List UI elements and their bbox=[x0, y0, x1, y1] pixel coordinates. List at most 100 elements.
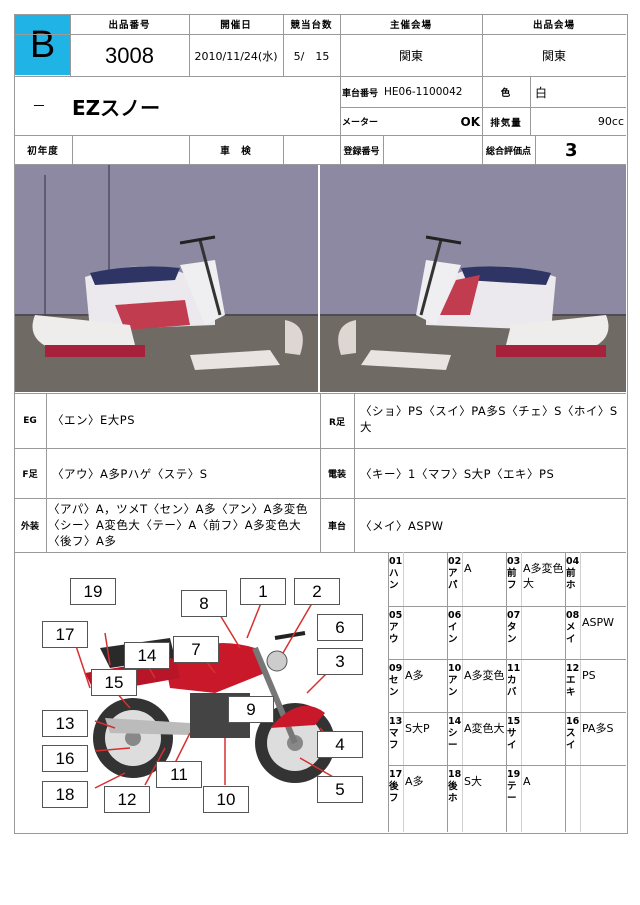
part-condition: A bbox=[464, 562, 472, 575]
rule bbox=[388, 712, 626, 713]
diagram-label-11: 11 bbox=[156, 761, 202, 788]
part-condition: A多 bbox=[405, 669, 424, 682]
part-code: 15サイ bbox=[507, 716, 521, 751]
model-name: EZスノー bbox=[72, 95, 161, 120]
rule bbox=[530, 76, 531, 135]
part-code: 06イン bbox=[448, 610, 462, 645]
grade-badge: B bbox=[15, 15, 70, 75]
part-condition: A多変色 bbox=[464, 669, 505, 682]
auction-sheet bbox=[14, 14, 628, 834]
rule bbox=[340, 76, 341, 164]
rule bbox=[14, 552, 626, 553]
venue-value: 関東 bbox=[541, 49, 566, 63]
rear-text: 〈ショ〉PS〈スイ〉PA多S〈チェ〉S〈ホイ〉S大 bbox=[360, 404, 618, 434]
reg-no-value bbox=[383, 136, 482, 164]
grade-letter: B bbox=[29, 23, 56, 66]
part-condition: A多変色大 bbox=[523, 562, 564, 590]
part-code: 17後フ bbox=[389, 769, 403, 804]
rule bbox=[535, 135, 536, 164]
rule bbox=[462, 552, 463, 832]
parts-diagram: 19 1 2 8 6 17 7 14 3 15 9 13 4 16 11 5 1… bbox=[15, 553, 388, 831]
rule bbox=[283, 135, 284, 164]
rule bbox=[354, 393, 355, 552]
frame-no-label: 車台番号 bbox=[342, 88, 379, 99]
diagram-label-2: 2 bbox=[294, 578, 340, 605]
part-code: 11カバ bbox=[507, 663, 521, 698]
rule bbox=[340, 14, 341, 76]
host-label: 主催会場 bbox=[389, 20, 432, 31]
diagram-label-18: 18 bbox=[42, 781, 88, 808]
vehicle-photo-right bbox=[320, 165, 626, 392]
displacement-label: 排気量 bbox=[490, 117, 522, 129]
vehicle-photo-left bbox=[15, 165, 318, 392]
count-value: 5/ 15 bbox=[293, 49, 330, 63]
rule bbox=[388, 552, 389, 832]
first-reg-value bbox=[72, 136, 189, 164]
chassis-text: 〈メイ〉ASPW bbox=[360, 519, 444, 533]
color-label: 色 bbox=[500, 88, 512, 99]
color-value: 白 bbox=[535, 85, 548, 100]
score-value: 3 bbox=[565, 139, 578, 161]
rule bbox=[482, 76, 483, 164]
part-code: 10アン bbox=[448, 663, 462, 698]
rule bbox=[383, 135, 384, 164]
diagram-label-10: 10 bbox=[203, 786, 249, 813]
part-condition: PS bbox=[582, 669, 596, 682]
eg-label: EG bbox=[23, 416, 37, 426]
part-code: 03前フ bbox=[507, 556, 521, 591]
first-reg-label: 初年度 bbox=[27, 146, 59, 157]
part-code: 09セン bbox=[389, 663, 403, 698]
diagram-label-3: 3 bbox=[317, 648, 363, 675]
part-code: 08メイ bbox=[566, 610, 580, 645]
reg-no-label: 登録番号 bbox=[343, 146, 380, 157]
rule bbox=[14, 76, 626, 77]
part-code: 16スイ bbox=[566, 716, 580, 751]
rule bbox=[388, 606, 626, 607]
rule bbox=[340, 107, 626, 108]
part-code: 14シー bbox=[448, 716, 462, 751]
rear-label: R足 bbox=[329, 417, 345, 428]
front-text: 〈アウ〉A多Pハゲ〈ステ〉S bbox=[52, 467, 208, 481]
diagram-label-1: 1 bbox=[240, 578, 286, 605]
diagram-label-13: 13 bbox=[42, 710, 88, 737]
rule bbox=[388, 659, 626, 660]
part-code: 19テー bbox=[507, 769, 521, 804]
rule bbox=[70, 14, 71, 76]
chassis-label: 車台 bbox=[327, 522, 346, 532]
rule bbox=[72, 135, 73, 164]
part-code: 07タン bbox=[507, 610, 521, 645]
rule bbox=[46, 393, 47, 552]
meter-label: メーター bbox=[342, 118, 379, 128]
frame-no-value: HE06-1100042 bbox=[384, 86, 463, 98]
date-label: 開催日 bbox=[220, 20, 252, 31]
rule bbox=[403, 552, 404, 832]
rule bbox=[189, 135, 190, 164]
diagram-label-19: 19 bbox=[70, 578, 116, 605]
part-code: 02アパ bbox=[448, 556, 462, 591]
diagram-label-12: 12 bbox=[104, 786, 150, 813]
rule bbox=[565, 552, 566, 832]
front-label: F足 bbox=[22, 470, 38, 480]
inspection-label: 車 検 bbox=[220, 146, 252, 157]
elec-label: 電装 bbox=[327, 470, 346, 480]
part-condition: S大 bbox=[464, 775, 482, 788]
rule bbox=[14, 135, 626, 136]
rule bbox=[388, 765, 626, 766]
lot-label: 出品番号 bbox=[108, 20, 151, 31]
rule bbox=[14, 164, 626, 165]
rule bbox=[189, 14, 190, 76]
diagram-label-4: 4 bbox=[317, 731, 363, 758]
diagram-label-7: 7 bbox=[173, 636, 219, 663]
part-code: 12エキ bbox=[566, 663, 580, 698]
part-condition: A変色大 bbox=[464, 722, 505, 735]
inspection-value bbox=[283, 136, 340, 164]
rule bbox=[506, 552, 507, 832]
host-value: 関東 bbox=[398, 49, 423, 63]
diagram-label-5: 5 bbox=[317, 776, 363, 803]
part-condition: PA多S bbox=[582, 722, 614, 735]
rule bbox=[283, 14, 284, 76]
exterior-label: 外装 bbox=[20, 522, 39, 532]
date-value: 2010/11/24(水) bbox=[194, 49, 278, 63]
rule bbox=[447, 552, 448, 832]
rule bbox=[320, 393, 321, 552]
